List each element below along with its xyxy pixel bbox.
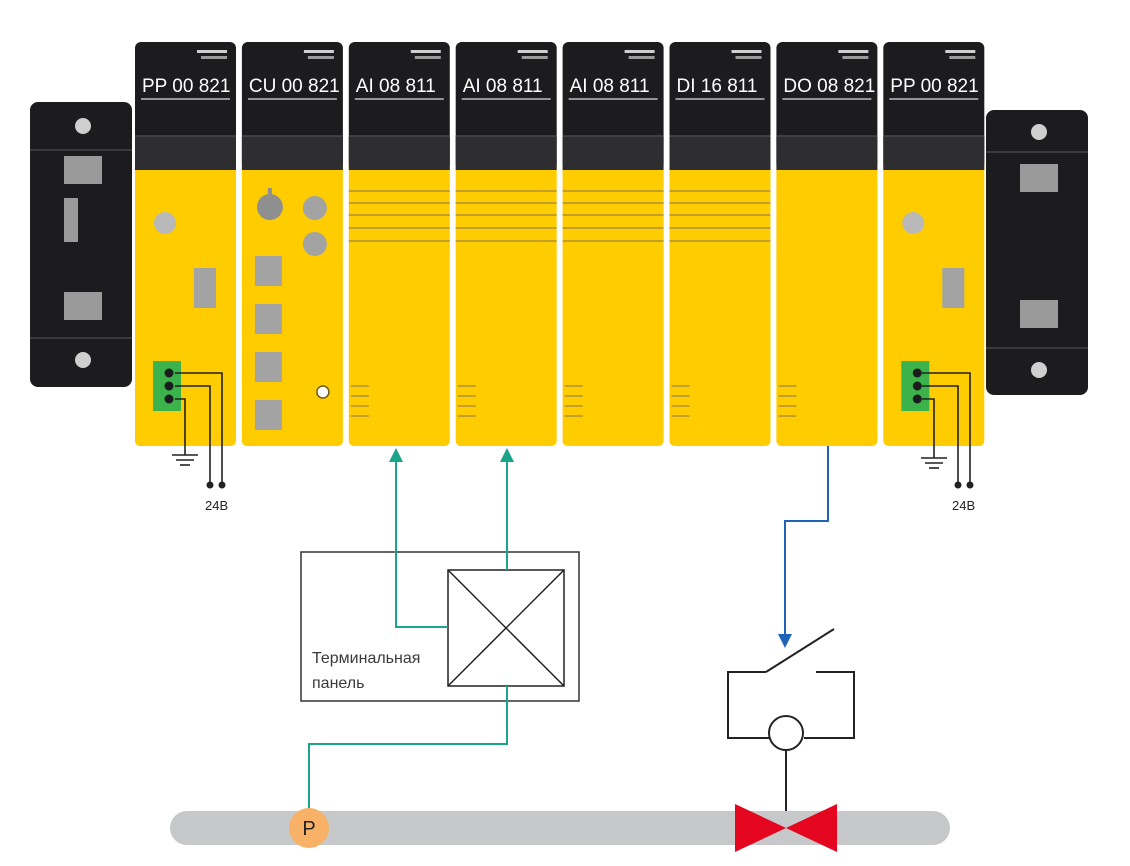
indicator-icon (302, 232, 327, 256)
module-label: AI 08 811 (356, 76, 436, 97)
digital-output-wiring (784, 446, 829, 634)
valve-icon (735, 804, 837, 852)
vent-lines-icon (455, 190, 557, 417)
vent-lines-icon (562, 190, 664, 417)
module-7: DO 08 821 (776, 42, 878, 446)
voltage-label-left: 24В (205, 498, 228, 513)
vent-lines-icon (778, 385, 797, 417)
brand-logo-icon (303, 50, 334, 59)
vent-lines-icon (348, 190, 450, 417)
module-1: PP 00 821 (135, 42, 236, 446)
arrow-up-icon (389, 448, 403, 462)
voltage-label-right: 24В (952, 498, 975, 513)
arrow-up-icon (500, 448, 514, 462)
end-clamp-left-icon (30, 102, 132, 387)
module-label: CU 00 821 (249, 76, 340, 97)
end-clamp-right-icon (986, 110, 1088, 395)
indicator-icon (154, 212, 176, 234)
terminal-panel-label-line1: Терминальная (312, 650, 420, 667)
pressure-sensor-label: P (302, 818, 315, 840)
port-icon (254, 400, 282, 430)
brand-logo-icon (731, 50, 762, 59)
brand-logo-icon (197, 50, 227, 59)
module-label: PP 00 821 (890, 76, 978, 97)
module-3: AI 08 811 (348, 42, 450, 446)
terminal-panel-label-line2: панель (312, 675, 364, 692)
port-icon (254, 304, 282, 334)
indicator-icon (302, 196, 327, 220)
module-2: CU 00 821 (241, 42, 343, 446)
pressure-sensor-icon: P (289, 808, 329, 848)
module-8: PP 00 821 (883, 42, 985, 446)
arrow-down-icon (778, 634, 792, 648)
analog-signal-wiring (308, 462, 508, 810)
led-icon (316, 385, 330, 399)
brand-logo-icon (517, 50, 548, 59)
port-icon (254, 352, 282, 382)
power-wiring-right (922, 372, 971, 485)
module-6: DI 16 811 (669, 42, 771, 446)
slot-icon (942, 268, 965, 308)
ground-icon (921, 457, 947, 469)
terminal-dot (218, 481, 226, 489)
slot-icon (194, 268, 216, 308)
power-connector-icon (153, 361, 181, 411)
brand-logo-icon (838, 50, 869, 59)
ground-icon (172, 454, 198, 466)
module-5: AI 08 811 (562, 42, 664, 446)
brand-logo-icon (945, 50, 976, 59)
module-label: AI 08 811 (463, 76, 543, 97)
brand-logo-icon (410, 50, 441, 59)
brand-logo-icon (624, 50, 655, 59)
indicator-icon (902, 212, 925, 234)
power-wiring-left (175, 372, 223, 485)
terminal-box-icon (447, 569, 565, 687)
module-label: DO 08 821 (783, 76, 875, 97)
module-4: AI 08 811 (455, 42, 557, 446)
module-label: DI 16 811 (677, 76, 758, 97)
vent-lines-icon (669, 190, 771, 417)
port-icon (254, 256, 282, 286)
module-label: AI 08 811 (570, 76, 650, 97)
module-rack: PP 00 821 CU 00 821 AI 08 811 AI 08 811 AI 0… (135, 42, 985, 446)
terminal-dot (206, 481, 214, 489)
terminal-dot (954, 481, 962, 489)
terminal-panel-box (300, 551, 580, 702)
terminal-dot (966, 481, 974, 489)
knob-icon (256, 194, 283, 220)
switch-icon (727, 628, 855, 828)
module-label: PP 00 821 (142, 76, 230, 97)
